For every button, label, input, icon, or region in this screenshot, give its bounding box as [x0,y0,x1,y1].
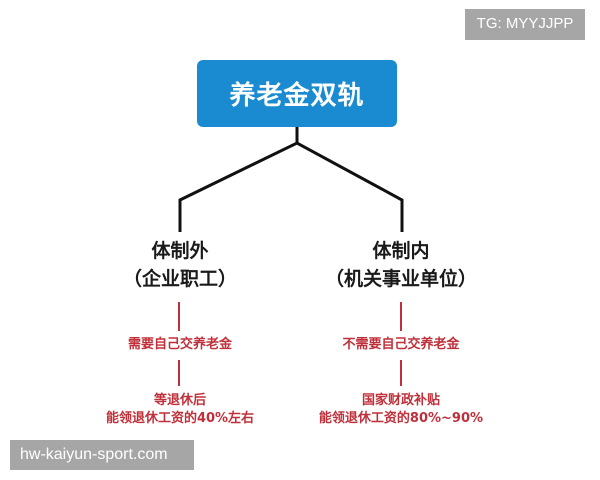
branch-right-step1: 不需要自己交养老金 [342,337,460,352]
branch-right-step2-line2: 能领退休工资的80%~90% [318,411,484,426]
branch-right-subtitle: （机关事业单位） [324,268,477,290]
watermark-top: TG: MYYJJPP [465,9,585,40]
watermark-bottom: hw-kaiyun-sport.com [10,440,194,470]
branch-left-title: 体制外 [151,240,209,262]
branch-right-title: 体制内 [372,240,430,262]
branch-right-step2-line1: 国家财政补贴 [361,393,440,408]
black-connectors [178,127,404,232]
root-label: 养老金双轨 [229,81,365,111]
branch-left-step2-line1: 等退休后 [153,393,206,408]
branch-left-step2-line2: 能领退休工资的40%左右 [105,411,255,426]
red-connectors [178,302,402,386]
branch-left-step1: 需要自己交养老金 [127,337,232,352]
branch-left-subtitle: （企业职工） [122,268,237,290]
root-node: 养老金双轨 [197,60,397,127]
